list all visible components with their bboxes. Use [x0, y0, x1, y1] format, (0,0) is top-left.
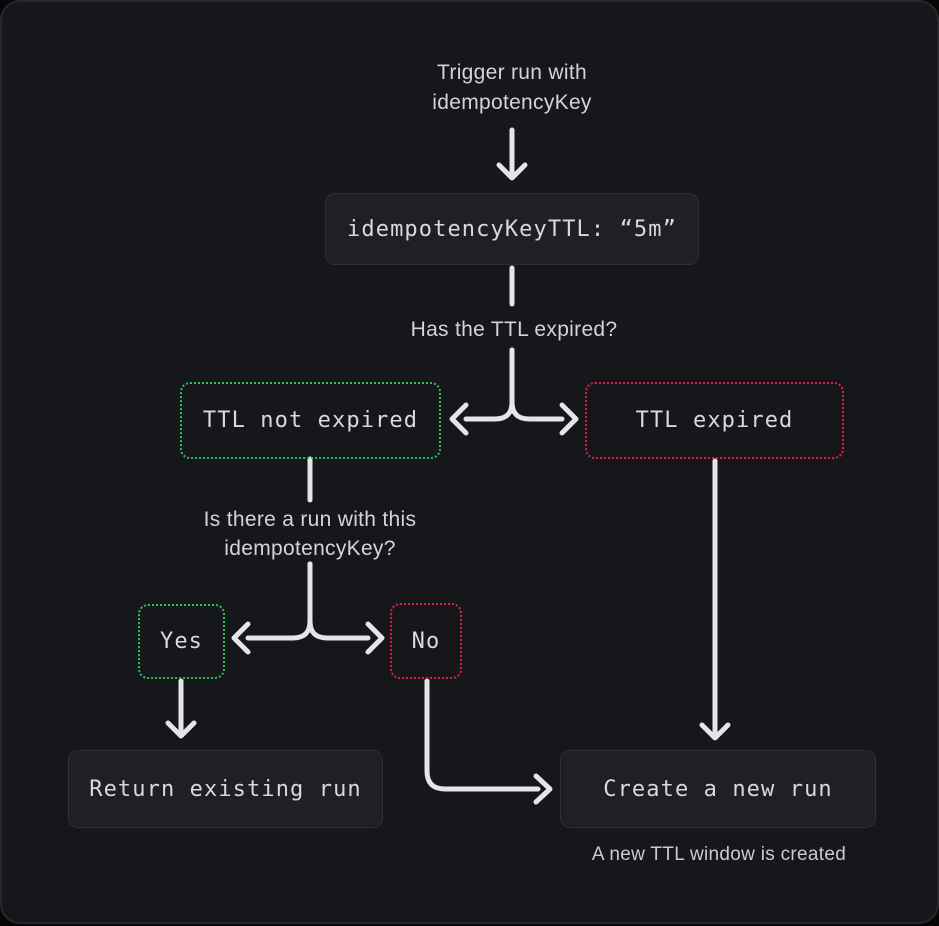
ttl-window-caption: A new TTL window is created	[559, 843, 879, 867]
return-existing-run-label: Return existing run	[89, 777, 362, 802]
ttl-not-expired-label: TTL not expired	[203, 408, 418, 433]
ttl-expired-label: TTL expired	[636, 408, 794, 433]
arrow-no-to-create-icon	[427, 681, 550, 802]
yes-box: Yes	[138, 604, 225, 679]
ttl-not-expired-box: TTL not expired	[180, 382, 441, 459]
arrow-question1-to-expired-icon	[512, 350, 576, 433]
arrow-question1-to-not-expired-icon	[452, 350, 512, 433]
ttl-expired-box: TTL expired	[585, 382, 844, 459]
return-existing-run-box: Return existing run	[68, 750, 383, 828]
start-label: Trigger run with idempotencyKey	[362, 58, 662, 118]
create-new-run-box: Create a new run	[560, 750, 876, 828]
ttl-config-box: idempotencyKeyTTL: “5m”	[325, 193, 699, 265]
create-new-run-label: Create a new run	[603, 777, 833, 802]
arrow-yes-to-return-icon	[168, 681, 194, 736]
arrow-expired-to-create-icon	[702, 461, 728, 738]
yes-label: Yes	[160, 629, 203, 654]
no-box: No	[390, 603, 462, 679]
arrow-question2-to-no-icon	[310, 564, 382, 652]
ttl-config-label: idempotencyKeyTTL: “5m”	[347, 217, 677, 242]
arrow-start-to-ttlbox-icon	[499, 130, 525, 178]
question-run-exists: Is there a run with this idempotencyKey?	[170, 505, 450, 563]
arrow-question2-to-yes-icon	[234, 564, 310, 652]
question-ttl-expired: Has the TTL expired?	[364, 315, 664, 345]
no-label: No	[412, 629, 441, 654]
